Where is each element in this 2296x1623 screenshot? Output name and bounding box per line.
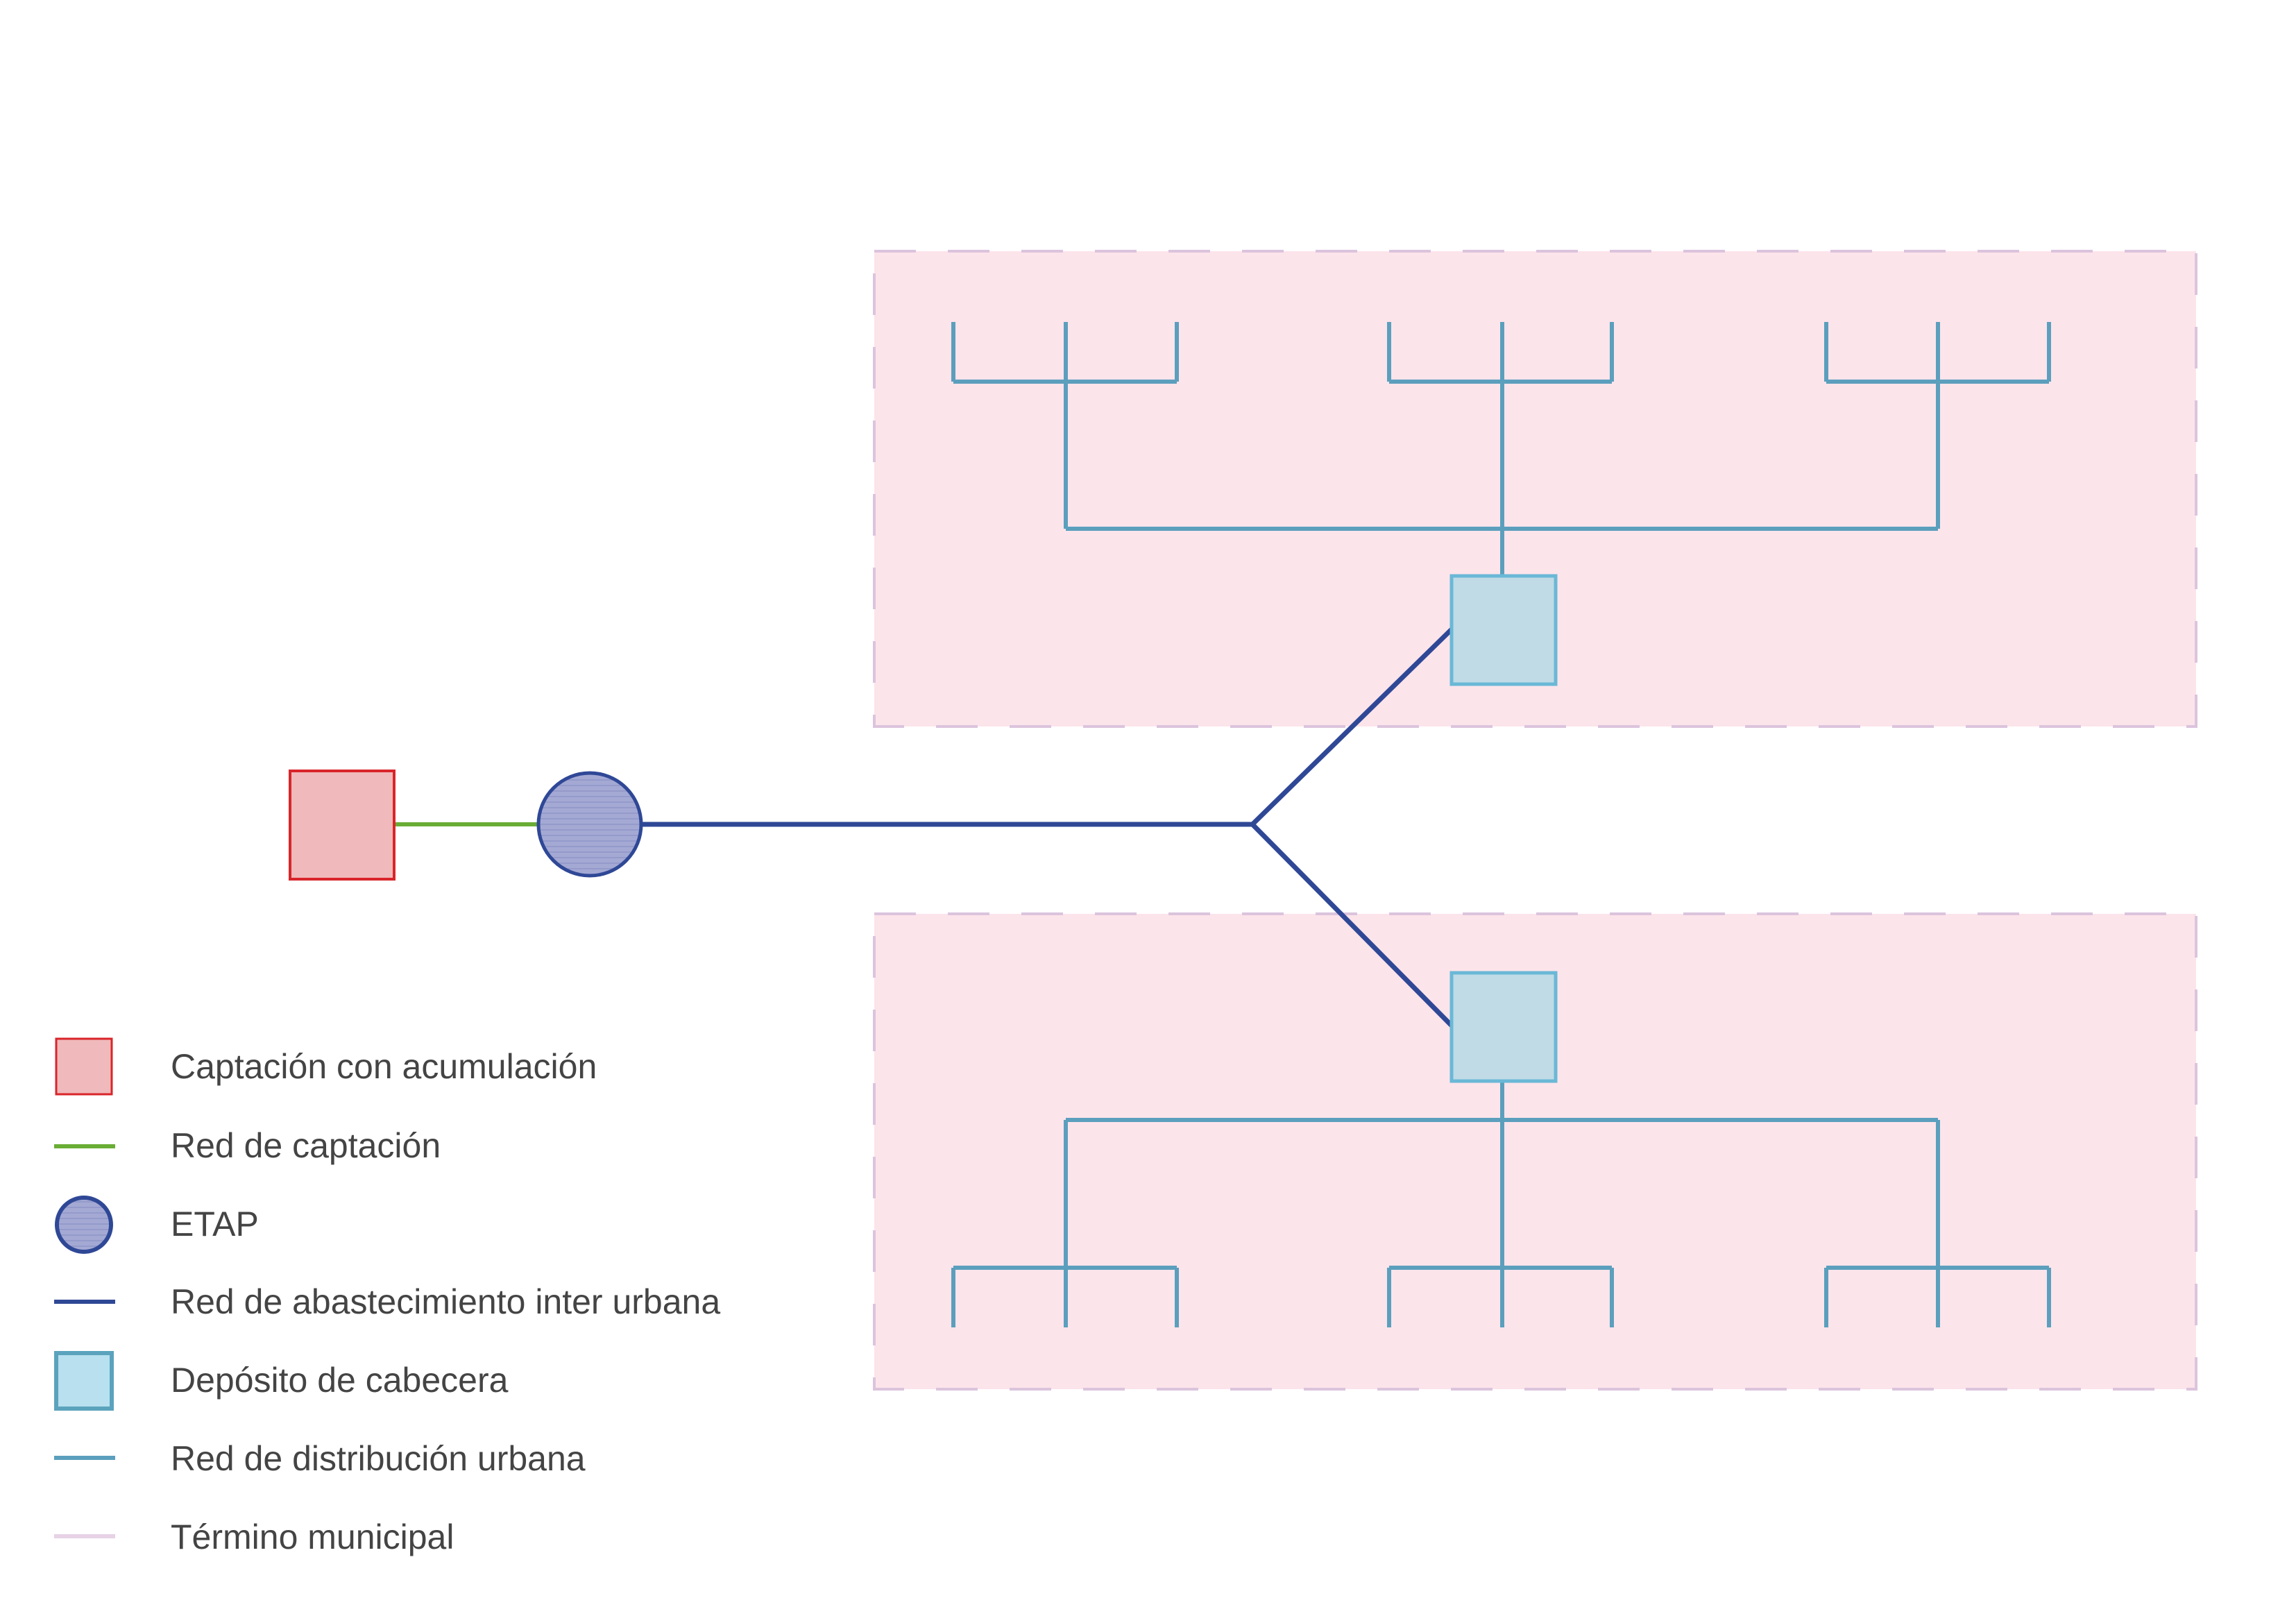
legend-label-etap: ETAP: [171, 1205, 259, 1243]
legend-label-termino: Término municipal: [171, 1518, 454, 1556]
catchment-with-accumulation: [289, 770, 396, 881]
distribution-network-top: [951, 322, 2051, 575]
legend-label-deposito: Depósito de cabecera: [171, 1361, 509, 1400]
inter-urban-network: [641, 627, 1454, 1028]
distribution-network-bottom: [951, 1081, 2051, 1327]
legend-label-red-inter-urbana: Red de abastecimiento inter urbana: [171, 1282, 720, 1321]
legend: Captación con acumulación Red de captaci…: [54, 1037, 720, 1556]
head-tank-top: [1449, 574, 1558, 686]
legend-symbol-etap: [55, 1196, 113, 1254]
legend-label-captacion: Captación con acumulación: [171, 1047, 597, 1086]
legend-label-red-captacion: Red de captación: [171, 1126, 441, 1165]
legend-symbol-deposito: [54, 1351, 114, 1411]
head-tank-bottom: [1449, 971, 1558, 1083]
etap-node: [536, 771, 643, 878]
legend-symbol-captacion: [55, 1037, 113, 1096]
legend-label-red-distribucion: Red de distribución urbana: [171, 1439, 586, 1478]
